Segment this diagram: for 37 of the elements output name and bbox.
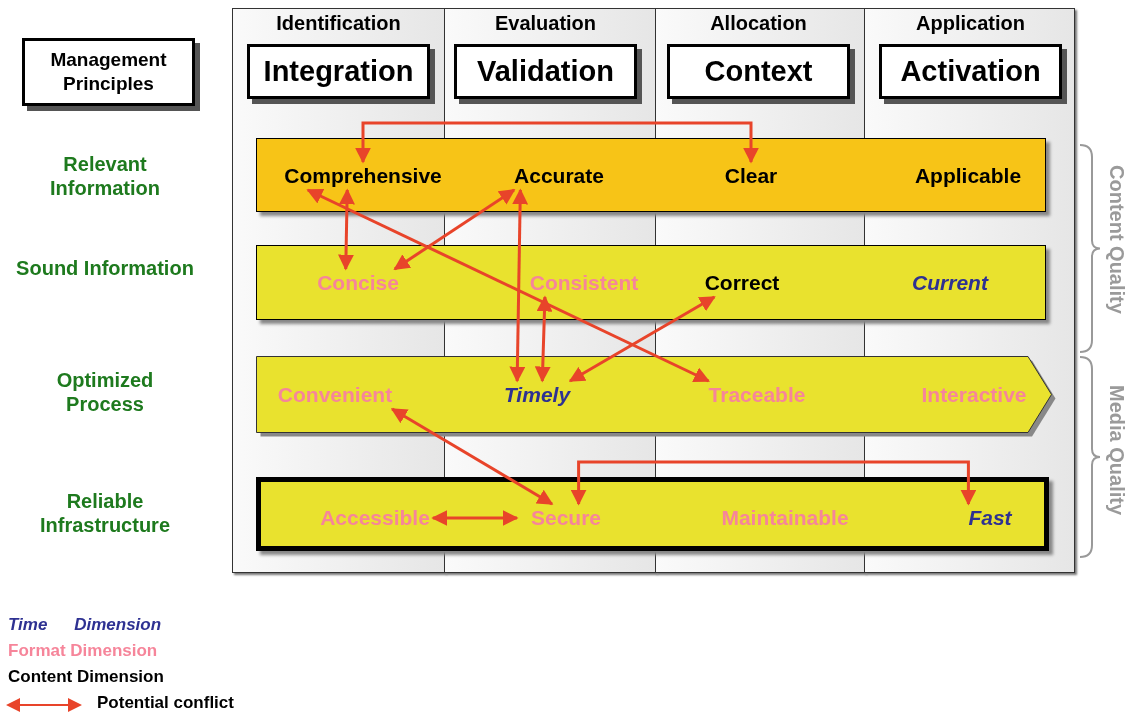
legend-text: Format Dimension (8, 641, 158, 661)
quality-term: Concise (317, 271, 399, 295)
column-heading: Application (916, 12, 1025, 35)
row-label: Relevant Information (49, 152, 161, 200)
column-heading: Allocation (710, 12, 807, 35)
conflict-arrow (431, 510, 519, 526)
quality-term: Fast (968, 506, 1012, 530)
row-label: Optimized Process (55, 368, 155, 416)
quality-term: Current (912, 271, 988, 295)
quality-term: Applicable (914, 164, 1022, 188)
band (256, 138, 1046, 212)
row-label: Sound Information (15, 256, 195, 280)
brace-label: Content Quality (1105, 165, 1128, 314)
column-heading: Evaluation (494, 12, 597, 35)
quality-term: Accessible (320, 506, 430, 530)
conflict-arrow (570, 460, 977, 506)
quality-term: Maintainable (721, 506, 849, 530)
conflict-arrow (509, 188, 529, 383)
conflict-arrow (338, 188, 355, 271)
legend-text: Content Dimension (8, 667, 164, 687)
legend-text: Time Dimension (8, 615, 162, 635)
legend-text: Potential conflict (97, 693, 234, 713)
quality-term: Consistent (529, 271, 639, 295)
brace-label: Media Quality (1105, 385, 1128, 516)
conflict-arrow (393, 188, 516, 271)
column-heading: Identification (276, 12, 401, 35)
quality-term: Clear (724, 164, 778, 188)
band (256, 477, 1049, 551)
quality-term: Correct (704, 271, 780, 295)
quality-term: Comprehensive (284, 164, 442, 188)
conflict-arrow (390, 407, 554, 506)
quality-term: Secure (531, 506, 601, 530)
row-label: Reliable Infrastructure (39, 489, 171, 537)
band (256, 245, 1046, 320)
conflict-arrow (306, 188, 710, 383)
conflict-arrow (355, 121, 759, 164)
quality-term: Accurate (514, 164, 604, 188)
